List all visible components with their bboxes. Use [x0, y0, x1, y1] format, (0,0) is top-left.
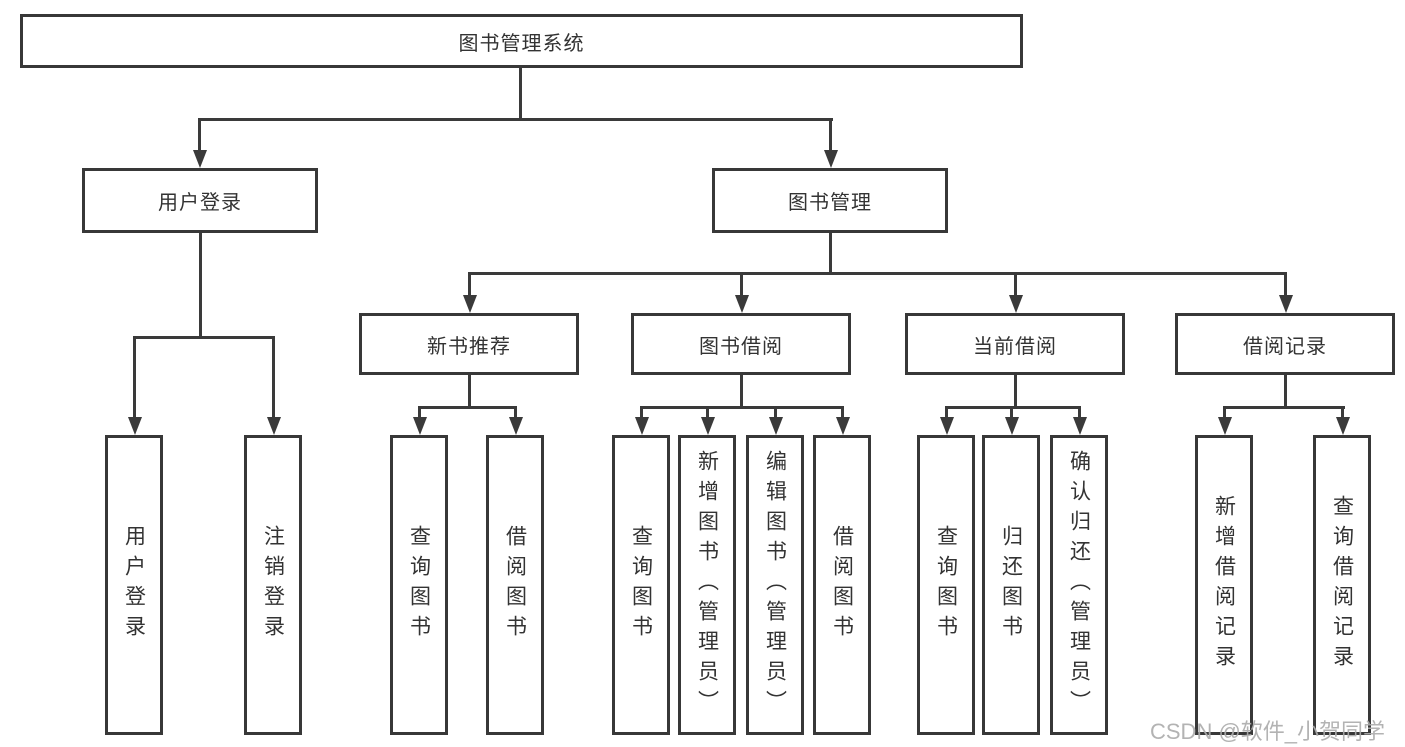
node-label: 新增图书（管理员） [695, 450, 719, 720]
node-label: 用户登录 [122, 525, 146, 645]
node-br-query-record: 查询借阅记录 [1313, 435, 1371, 735]
connector-user-login-stem [199, 233, 202, 336]
node-user-login-op: 用户登录 [105, 435, 163, 735]
node-label: 确认归还（管理员） [1067, 450, 1091, 720]
connector-book-mgmt-bus [468, 272, 1287, 275]
node-bb-edit-book-admin: 编辑图书（管理员） [746, 435, 804, 735]
node-label: 借阅图书 [503, 525, 527, 645]
connector-br-stem [1284, 375, 1287, 406]
node-label: 新增借阅记录 [1212, 495, 1236, 675]
node-nbr-borrow-book: 借阅图书 [486, 435, 544, 735]
arrow-to-book-borrow [740, 272, 743, 295]
arrow-to-nbr-query-book [418, 406, 421, 417]
arrow-to-bb-add-book [706, 406, 709, 417]
connector-user-login-bus [133, 336, 275, 339]
node-borrow-records: 借阅记录 [1175, 313, 1395, 375]
node-label: 归还图书 [999, 525, 1023, 645]
connector-book-mgmt-stem [829, 233, 832, 272]
node-bb-add-book-admin: 新增图书（管理员） [678, 435, 736, 735]
arrow-to-br-add-record [1223, 406, 1226, 417]
arrow-to-current-borrow [1014, 272, 1017, 295]
node-book-management: 图书管理 [712, 168, 948, 233]
node-label: 注销登录 [261, 525, 285, 645]
node-library-system: 图书管理系统 [20, 14, 1023, 68]
connector-root-bus [198, 118, 833, 121]
node-label: 查询图书 [934, 525, 958, 645]
connector-cb-stem [1014, 375, 1017, 406]
arrow-to-bb-borrow-book [841, 406, 844, 417]
arrow-to-book-management [829, 118, 832, 150]
arrow-to-user-login-op [133, 336, 136, 417]
arrow-to-cb-confirm-return [1078, 406, 1081, 417]
arrow-to-borrow-records [1284, 272, 1287, 295]
node-cb-return-book: 归还图书 [982, 435, 1040, 735]
node-book-borrow: 图书借阅 [631, 313, 851, 375]
node-nbr-query-book: 查询图书 [390, 435, 448, 735]
connector-br-bus [1223, 406, 1345, 409]
node-bb-borrow-book: 借阅图书 [813, 435, 871, 735]
node-br-add-record: 新增借阅记录 [1195, 435, 1253, 735]
node-label: 借阅图书 [830, 525, 854, 645]
node-label: 查询借阅记录 [1330, 495, 1354, 675]
node-label: 编辑图书（管理员） [763, 450, 787, 720]
arrow-to-nbr-borrow-book [514, 406, 517, 417]
node-label: 查询图书 [629, 525, 653, 645]
arrow-to-logout-op [272, 336, 275, 417]
csdn-watermark: CSDN @软件_小贺同学 [1150, 719, 1386, 744]
arrow-to-cb-query-book [945, 406, 948, 417]
arrow-to-br-query-record [1341, 406, 1344, 417]
arrow-to-user-login [198, 118, 201, 150]
arrow-to-bb-query-book [640, 406, 643, 417]
arrow-to-bb-edit-book [774, 406, 777, 417]
connector-bb-bus [640, 406, 844, 409]
connector-nbr-stem [468, 375, 471, 406]
node-bb-query-book: 查询图书 [612, 435, 670, 735]
arrow-to-cb-return-book [1010, 406, 1013, 417]
node-label: 查询图书 [407, 525, 431, 645]
node-logout-op: 注销登录 [244, 435, 302, 735]
node-cb-confirm-return-admin: 确认归还（管理员） [1050, 435, 1108, 735]
connector-cb-bus [945, 406, 1081, 409]
node-user-login: 用户登录 [82, 168, 318, 233]
arrow-to-new-book-recommend [468, 272, 471, 295]
connector-bb-stem [740, 375, 743, 406]
connector-root-stem [519, 68, 522, 118]
node-new-book-recommend: 新书推荐 [359, 313, 579, 375]
node-cb-query-book: 查询图书 [917, 435, 975, 735]
connector-nbr-bus [418, 406, 517, 409]
node-current-borrow: 当前借阅 [905, 313, 1125, 375]
